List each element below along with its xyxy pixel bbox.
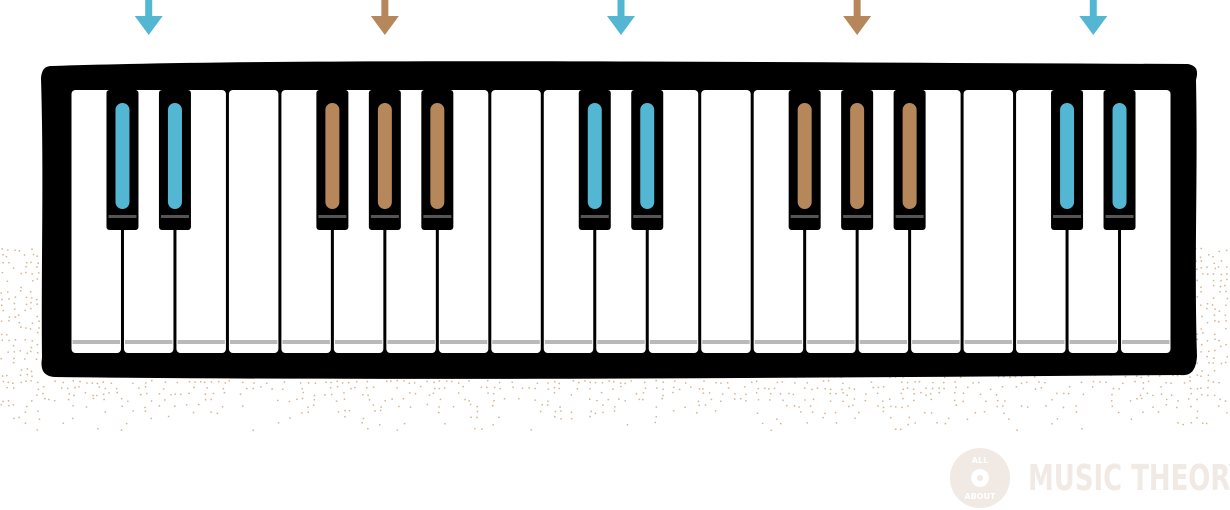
vinyl-record-icon: ALL ABOUT bbox=[950, 448, 1010, 508]
black-key bbox=[841, 90, 874, 230]
black-key-highlight bbox=[1060, 103, 1075, 209]
black-key-highlight bbox=[325, 103, 340, 209]
black-key bbox=[368, 90, 401, 230]
down-arrow-icon bbox=[607, 0, 635, 35]
black-key-highlight bbox=[640, 103, 655, 209]
white-key bbox=[963, 90, 1014, 353]
black-key-highlight bbox=[587, 103, 602, 209]
watermark-text: MUSIC THEORY bbox=[1028, 458, 1230, 499]
black-key-highlight bbox=[850, 103, 865, 209]
white-key bbox=[701, 90, 751, 353]
white-key bbox=[228, 90, 279, 353]
black-key-highlight bbox=[902, 103, 917, 209]
black-key bbox=[158, 90, 191, 230]
black-key-highlight bbox=[377, 103, 392, 209]
black-key-highlight bbox=[115, 103, 130, 209]
black-key bbox=[893, 90, 926, 230]
black-key bbox=[421, 90, 454, 230]
black-key bbox=[1051, 90, 1084, 230]
black-key-highlight bbox=[1112, 103, 1127, 209]
down-arrow-icon bbox=[370, 0, 399, 35]
white-keys bbox=[71, 90, 1171, 353]
black-key-highlight bbox=[167, 103, 182, 209]
watermark-logo: ALL ABOUT MUSIC THEORY bbox=[948, 446, 1230, 510]
black-key bbox=[788, 90, 821, 230]
white-key bbox=[491, 90, 541, 353]
brand-line2: ABOUT bbox=[964, 492, 996, 501]
black-key bbox=[631, 90, 664, 230]
black-key bbox=[578, 90, 611, 230]
black-key bbox=[316, 90, 349, 230]
black-key-highlight bbox=[797, 103, 812, 209]
down-arrow-icon bbox=[134, 0, 163, 35]
black-key bbox=[106, 90, 139, 230]
brand-line1: ALL bbox=[972, 456, 988, 465]
down-arrow-icon bbox=[843, 0, 872, 35]
group-arrows bbox=[134, 0, 1108, 35]
down-arrow-icon bbox=[1079, 0, 1108, 35]
black-keys bbox=[106, 90, 1136, 230]
black-key bbox=[1103, 90, 1136, 230]
black-key-highlight bbox=[430, 103, 445, 209]
